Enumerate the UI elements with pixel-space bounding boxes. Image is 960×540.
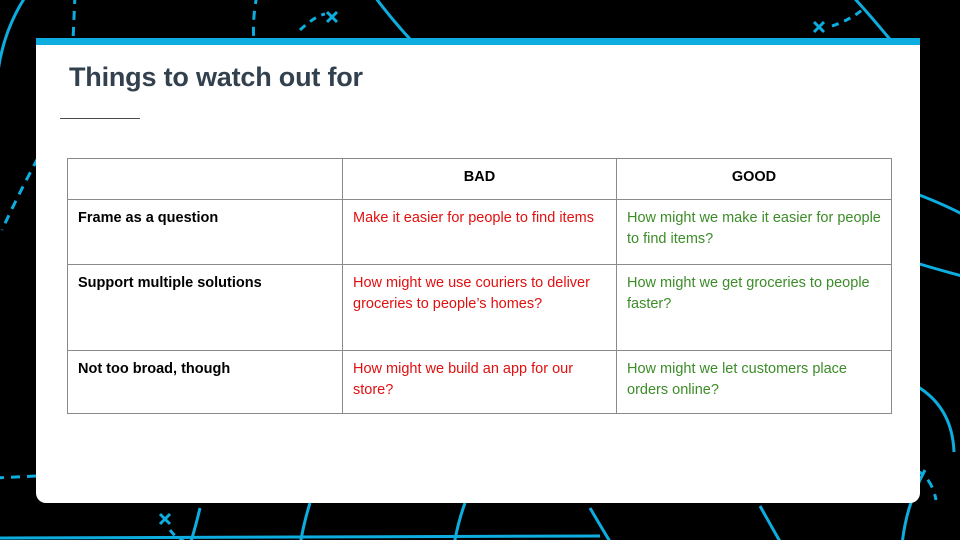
slide-card: Things to watch out for BAD GOOD Frame a… [36,38,920,503]
deco-dash-marker-1 [298,12,326,32]
page-title: Things to watch out for [69,62,363,92]
row-bad-example: How might we use couriers to deliver gro… [342,264,617,351]
row-label: Frame as a question [67,199,343,265]
deco-curve-bottom-4 [588,507,611,540]
x-marker-top-right [812,20,826,34]
table-row: Frame as a question Make it easier for p… [67,199,892,265]
row-bad-example: How might we build an app for our store? [342,350,617,414]
row-bad-example: Make it easier for people to find items [342,199,617,265]
deco-dash-top-1 [71,0,77,41]
deco-curve-bottom-1 [189,507,202,540]
comparison-table: BAD GOOD Frame as a question Make it eas… [67,158,892,414]
card-accent-bar [36,38,920,45]
row-good-example: How might we let customers place orders … [616,350,892,414]
header-cell-bad: BAD [342,158,617,200]
deco-dash-left-lower [0,474,37,480]
x-marker-bottom [158,512,172,526]
table-row: Support multiple solutions How might we … [67,264,892,351]
deco-dash-left [0,157,40,231]
x-marker-top-left [325,10,339,24]
header-cell-empty [67,158,343,200]
deco-dash-marker-2 [831,8,863,28]
deco-curve-left [0,0,26,69]
deco-curve-bottom-3 [453,502,467,540]
row-label: Not too broad, though [67,350,343,414]
row-good-example: How might we make it easier for people t… [616,199,892,265]
deco-curve-bottom-2 [299,502,312,540]
title-underline [60,118,140,119]
row-good-example: How might we get groceries to people fas… [616,264,892,351]
deco-dash-marker-3 [168,529,185,540]
deco-curve-bottom-5 [758,505,781,540]
row-label: Support multiple solutions [67,264,343,351]
deco-dash-top-2 [251,0,258,43]
table-row: Not too broad, though How might we build… [67,350,892,414]
deco-line-bottom [0,534,601,540]
header-cell-good: GOOD [616,158,892,200]
table-header-row: BAD GOOD [67,158,892,200]
